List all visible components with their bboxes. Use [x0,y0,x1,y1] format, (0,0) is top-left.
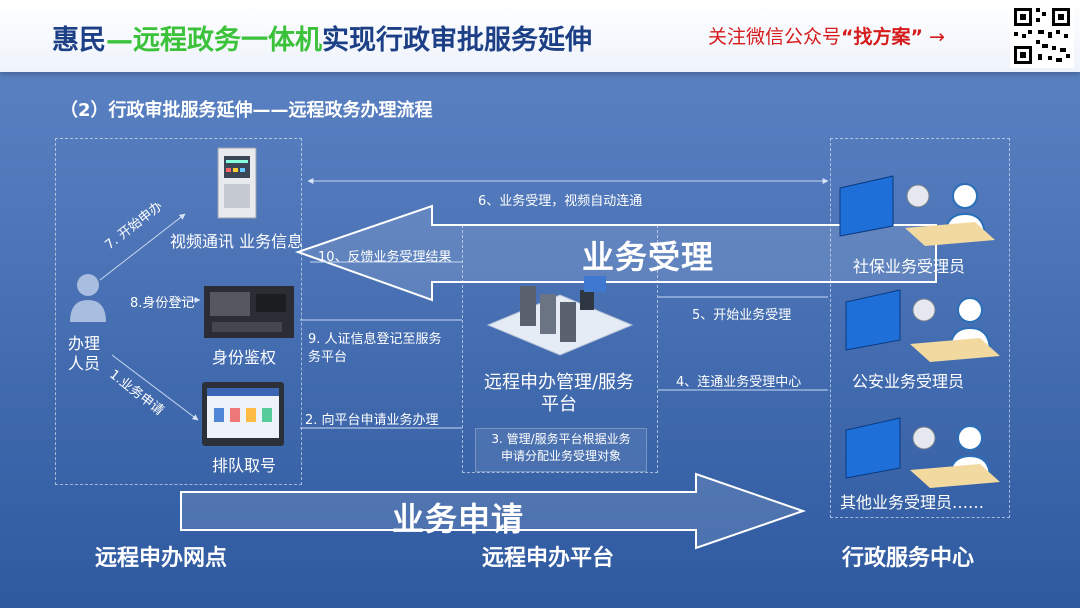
id-reader-icon [204,286,294,338]
clerk-workstation-icon [845,289,1000,362]
step2-label: 2. 向平台申请业务办理 [305,413,439,428]
person-label-line2: 人员 [68,354,101,373]
step1-line [111,354,199,421]
clerk-workstation-icon [839,175,995,246]
step6-label: 6、业务受理，视频自动连通 [478,194,643,209]
step10-label: 10、反馈业务受理结果 [318,250,452,265]
section-subtitle: （2）行政审批服务延伸——远程政务办理流程 [60,100,433,121]
qr-code-icon[interactable] [1010,4,1074,68]
step9-label-line2: 务平台 [308,350,348,365]
step9-label-line1: 9. 人证信息登记至服务 [308,332,442,347]
step3-note: 3. 管理/服务平台根据业务 申请分配业务受理对象 [475,428,647,472]
clerk-workstation-icon [845,417,1000,488]
accept-arrow-label: 业务受理 [582,238,715,276]
clerk2-label: 公安业务受理员 [852,372,965,391]
platform-label-line1: 远程申办管理/服务 [483,372,635,393]
apply-arrow-label: 业务申请 [392,500,525,538]
page-title: 惠民—远程政务一体机实现行政审批服务延伸 [52,25,592,56]
step8-label: 8.身份登记 [130,296,195,311]
right-zone-box [830,138,1010,518]
title-banner: 惠民—远程政务一体机实现行政审批服务延伸 关注微信公众号“找方案” → [0,0,1080,72]
queue-screen-icon [202,382,284,446]
device-queue-label: 排队取号 [212,456,277,475]
step3-line1: 3. 管理/服务平台根据业务 [491,432,631,446]
left-zone-box [55,138,302,485]
apply-big-arrow [180,472,807,550]
device-id-label: 身份鉴权 [212,348,277,367]
step5-label: 5、开始业务受理 [692,308,792,323]
clerk3-label: 其他业务受理员…… [840,493,985,512]
server-icon [486,276,634,356]
kiosk-icon [217,147,257,219]
platform-label-line2: 平台 [541,394,577,415]
platform-label: 远程申办管理/服务 平台 [462,372,656,416]
step4-label: 4、连通业务受理中心 [676,375,802,390]
follow-text: 关注微信公众号“找方案” → [708,26,945,48]
clerk1-label: 社保业务受理员 [853,257,966,276]
person-icon [70,274,106,322]
right-section-label: 行政服务中心 [842,546,975,571]
accept-big-arrow [294,204,937,302]
person-label-line1: 办理 [68,334,101,353]
middle-section-label: 远程申办平台 [482,546,615,571]
step3-line2: 申请分配业务受理对象 [500,449,621,463]
device-video-label: 视频通讯 业务信息 [170,232,304,251]
left-section-label: 远程申办网点 [95,546,228,571]
step7-line [99,213,186,281]
